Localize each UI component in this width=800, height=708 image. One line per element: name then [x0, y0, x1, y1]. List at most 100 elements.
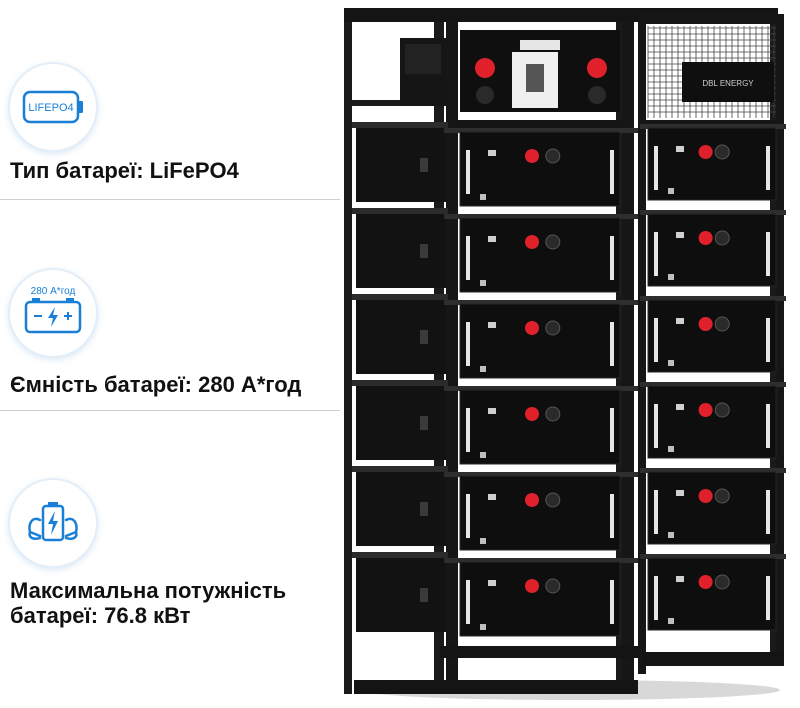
status-led: [676, 576, 684, 582]
shelf-rail: [444, 214, 638, 219]
battery-capacity-icon-badge: 280 А*год: [10, 270, 96, 356]
module-handle: [766, 146, 770, 190]
rack-base: [440, 646, 640, 658]
terminal-positive: [525, 579, 539, 593]
module-handle: [654, 146, 658, 190]
status-led: [676, 490, 684, 496]
rack-post: [446, 22, 458, 692]
shelf-rail: [640, 468, 786, 473]
battery-capacity-label: Ємність батареї: 280 А*год: [10, 372, 302, 397]
module-handle: [466, 408, 470, 452]
breaker-switch: [526, 64, 544, 92]
terminal-positive: [698, 575, 713, 589]
terminal-negative: [714, 316, 730, 332]
terminal-positive: [525, 493, 539, 507]
module-handle: [610, 494, 614, 538]
module-handle: [610, 236, 614, 280]
battery-capacity-icon: 280 А*год: [24, 286, 82, 334]
terminal-positive: [698, 145, 713, 159]
shelf-rail: [352, 466, 448, 472]
module-screw: [668, 618, 674, 624]
module-screw: [480, 194, 486, 200]
module-screw: [480, 452, 486, 458]
status-led: [488, 150, 496, 156]
battery-rack-image: DBL ENERGY: [330, 0, 800, 703]
shelf-rail: [640, 554, 786, 559]
module-handle: [766, 232, 770, 276]
terminal-red: [587, 58, 607, 78]
module-screw: [668, 360, 674, 366]
battery-module: [647, 471, 777, 545]
battery-module: [459, 475, 621, 551]
battery-chemistry-icon: LIFEPO4: [22, 90, 83, 124]
rack-top-beam: [638, 14, 784, 24]
module-handle: [654, 232, 658, 276]
terminal-negative: [714, 488, 730, 504]
terminal-negative: [714, 230, 730, 246]
battery-module-side: [356, 214, 446, 288]
battery-module: [647, 557, 777, 631]
terminal-black: [476, 86, 494, 104]
battery-module-side: [356, 128, 446, 202]
module-handle: [466, 494, 470, 538]
terminal-positive: [525, 321, 539, 335]
module-handle: [766, 490, 770, 534]
module-screw: [480, 624, 486, 630]
module-handle: [610, 408, 614, 452]
module-screw: [480, 538, 486, 544]
module-screw: [668, 274, 674, 280]
module-handle: [466, 150, 470, 194]
rack-post: [776, 14, 784, 664]
shelf-rail: [444, 300, 638, 305]
module-handle: [610, 322, 614, 366]
battery-power-label-line1: Максимальна потужність: [10, 578, 287, 603]
battery-capacity-icon-text: 280 А*год: [31, 286, 76, 297]
terminal-negative: [545, 234, 561, 250]
status-led: [488, 494, 496, 500]
battery-power-label-line2: батареї: 76.8 кВт: [10, 603, 191, 628]
terminal-negative: [545, 320, 561, 336]
module-handle: [654, 318, 658, 362]
module-handle: [766, 318, 770, 362]
status-led: [676, 146, 684, 152]
terminal-negative: [545, 406, 561, 422]
rack-post: [622, 22, 634, 692]
battery-module-side: [356, 558, 446, 632]
terminal-positive: [698, 489, 713, 503]
rack-beam: [344, 100, 444, 106]
terminal-negative: [714, 402, 730, 418]
module-handle: [466, 580, 470, 624]
battery-module: [459, 561, 621, 637]
status-led: [676, 404, 684, 410]
module-handle: [420, 158, 428, 172]
battery-type-label: Тип батареї: LiFePO4: [10, 158, 239, 183]
module-screw: [480, 366, 486, 372]
terminal-negative: [545, 492, 561, 508]
battery-rack-drawing: DBL ENERGY: [344, 8, 786, 700]
module-handle: [610, 580, 614, 624]
rack-post: [616, 14, 626, 694]
shelf-rail: [640, 124, 786, 129]
shelf-rail: [352, 294, 448, 300]
module-screw: [668, 188, 674, 194]
module-screw: [668, 446, 674, 452]
module-handle: [654, 576, 658, 620]
battery-module: [459, 389, 621, 465]
module-handle: [766, 576, 770, 620]
status-led: [488, 322, 496, 328]
battery-module: [459, 303, 621, 379]
rack-base: [642, 652, 784, 666]
shelf-rail: [444, 128, 638, 133]
shelf-rail: [444, 472, 638, 477]
module-handle: [420, 416, 428, 430]
battery-module: [459, 217, 621, 293]
module-screw: [480, 280, 486, 286]
controller-vent: [405, 44, 441, 74]
shelf-rail: [352, 208, 448, 214]
terminal-red: [475, 58, 495, 78]
module-handle: [420, 502, 428, 516]
shelf-rail: [352, 380, 448, 386]
module-handle: [654, 490, 658, 534]
rack-post: [344, 14, 352, 694]
status-led: [488, 408, 496, 414]
